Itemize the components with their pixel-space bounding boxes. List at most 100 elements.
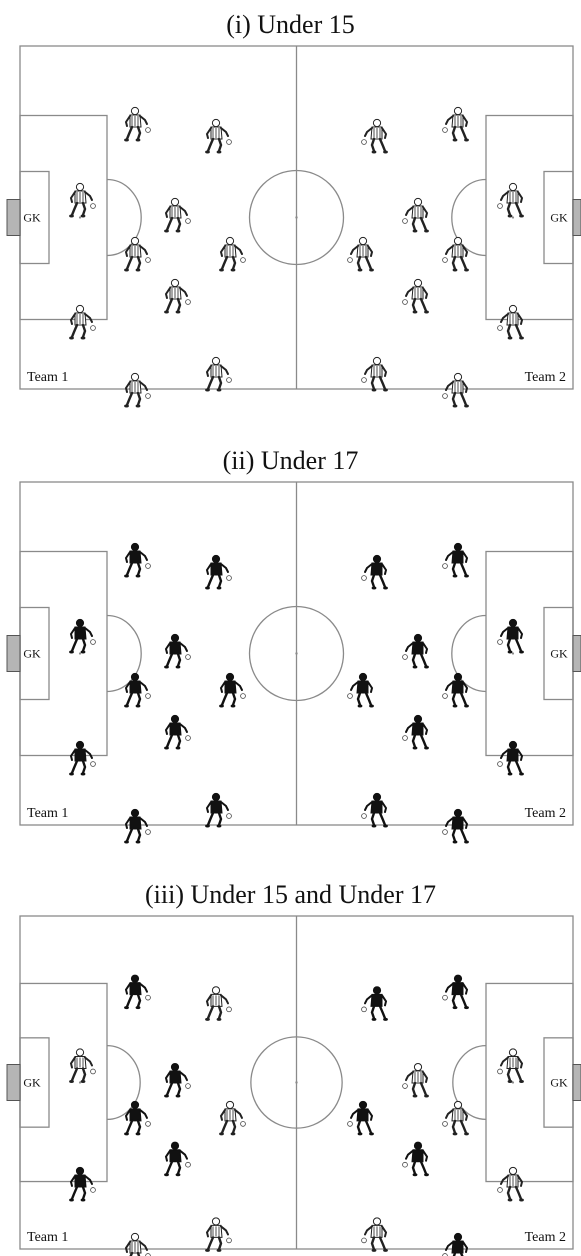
team-1-label: Team 1	[27, 370, 68, 385]
dark-player-icon	[347, 1100, 374, 1136]
dark-player-icon	[124, 672, 151, 708]
center-circle	[250, 1036, 343, 1129]
light-player-icon	[69, 182, 96, 218]
light-player-icon	[402, 278, 429, 314]
dark-player-icon	[402, 1141, 429, 1177]
goal-left	[6, 199, 21, 236]
dark-player-icon	[69, 618, 96, 654]
light-player-icon	[361, 118, 388, 154]
goal-right	[572, 199, 581, 236]
dark-player-icon	[164, 1062, 191, 1098]
dark-player-icon	[124, 808, 151, 844]
dark-player-icon	[164, 714, 191, 750]
penalty-arc-right	[452, 1044, 487, 1121]
penalty-spot-right	[511, 1081, 515, 1084]
goalkeeper-label-left: GK	[23, 647, 41, 661]
goal-right	[572, 1064, 581, 1101]
light-player-icon	[205, 1217, 232, 1252]
light-player-icon	[164, 278, 191, 314]
team-1-label: Team 1	[27, 806, 68, 821]
goalkeeper-label-left: GK	[23, 1076, 41, 1090]
dark-player-icon	[124, 542, 151, 578]
dark-player-icon	[124, 1100, 151, 1136]
dark-player-icon	[497, 740, 524, 776]
dark-player-icon	[497, 618, 524, 654]
light-player-icon	[442, 372, 469, 408]
light-player-icon	[497, 1048, 524, 1083]
light-player-icon	[164, 197, 191, 233]
dark-player-icon	[164, 633, 191, 669]
goalkeeper-label-right: GK	[550, 1076, 568, 1090]
light-player-icon	[219, 1100, 246, 1136]
dark-player-icon	[361, 554, 388, 590]
light-player-icon	[402, 197, 429, 233]
panel-title: (i) Under 15	[226, 10, 355, 39]
goalkeeper-label-left: GK	[23, 211, 41, 225]
panel-title: (ii) Under 17	[222, 446, 359, 475]
dark-player-icon	[69, 1166, 96, 1202]
soccer-pitch: GK GK Team 1 Team 2	[6, 45, 581, 408]
penalty-spot-right	[511, 652, 515, 655]
penalty-spot-left	[78, 652, 82, 655]
penalty-spot-left	[78, 216, 82, 219]
dark-player-icon	[205, 554, 232, 590]
penalty-arc-left	[106, 1044, 141, 1121]
light-player-icon	[497, 182, 524, 218]
dark-player-icon	[442, 542, 469, 578]
light-player-icon	[205, 118, 232, 154]
light-player-icon	[442, 236, 469, 272]
light-player-icon	[442, 106, 469, 142]
dark-player-icon	[361, 986, 388, 1021]
goal-left	[6, 635, 21, 672]
dark-player-icon	[205, 792, 232, 828]
team-2-label: Team 2	[525, 806, 566, 821]
light-player-icon	[361, 356, 388, 392]
dark-player-icon	[164, 1141, 191, 1177]
center-spot	[295, 652, 298, 655]
soccer-pitch: GK GK Team 1 Team 2	[6, 481, 581, 844]
center-circle	[248, 169, 345, 266]
dark-player-icon	[402, 633, 429, 669]
light-player-icon	[69, 304, 96, 340]
dark-player-icon	[442, 808, 469, 844]
light-player-icon	[497, 1166, 524, 1202]
goalkeeper-label-right: GK	[550, 647, 568, 661]
panel-title: (iii) Under 15 and Under 17	[145, 880, 436, 909]
dark-player-icon	[347, 672, 374, 708]
light-player-icon	[347, 236, 374, 272]
light-player-icon	[124, 106, 151, 142]
light-player-icon	[442, 1100, 469, 1136]
light-player-icon	[205, 986, 232, 1021]
penalty-arc-right	[451, 178, 487, 257]
penalty-arc-left	[106, 178, 142, 257]
soccer-pitch: GK GK Team 1 Team 2	[6, 915, 581, 1256]
goalkeeper-label-right: GK	[550, 211, 568, 225]
dark-player-icon	[402, 714, 429, 750]
dark-player-icon	[442, 974, 469, 1010]
light-player-icon	[219, 236, 246, 272]
team-2-label: Team 2	[525, 370, 566, 385]
team-1-label: Team 1	[27, 1230, 68, 1245]
goal-right	[572, 635, 581, 672]
team-2-label: Team 2	[525, 1230, 566, 1245]
light-player-icon	[124, 1232, 151, 1256]
dark-player-icon	[361, 792, 388, 828]
center-circle	[248, 605, 345, 702]
penalty-spot-left	[78, 1081, 82, 1084]
light-player-icon	[361, 1217, 388, 1252]
penalty-spot-right	[511, 216, 515, 219]
dark-player-icon	[69, 740, 96, 776]
center-spot	[295, 216, 298, 219]
light-player-icon	[497, 304, 524, 340]
goal-left	[6, 1064, 21, 1101]
dark-player-icon	[442, 672, 469, 708]
light-player-icon	[124, 236, 151, 272]
light-player-icon	[402, 1062, 429, 1098]
dark-player-icon	[442, 1232, 469, 1256]
light-player-icon	[205, 356, 232, 392]
dark-player-icon	[219, 672, 246, 708]
penalty-arc-left	[106, 614, 142, 693]
dark-player-icon	[124, 974, 151, 1010]
light-player-icon	[124, 372, 151, 408]
penalty-arc-right	[451, 614, 487, 693]
